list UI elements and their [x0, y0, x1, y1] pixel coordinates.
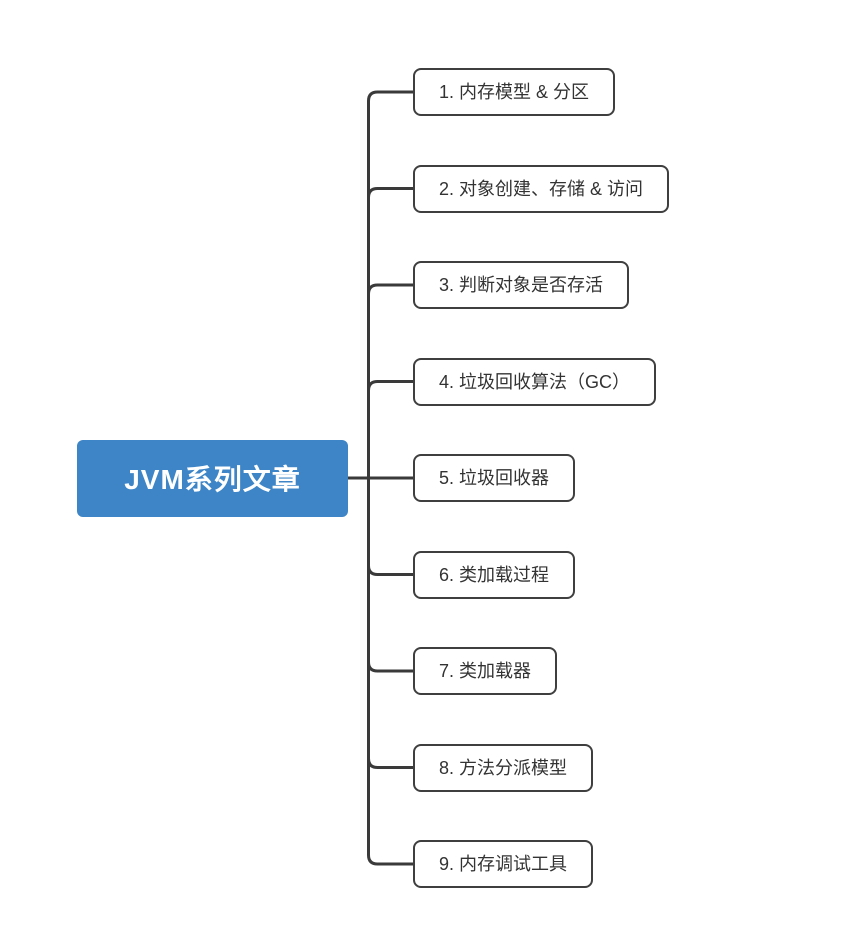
- mindmap-node[interactable]: 6. 类加载过程: [413, 550, 576, 599]
- connector-line: [367, 187, 415, 199]
- mindmap-node[interactable]: 5. 垃圾回收器: [413, 454, 576, 502]
- node-label: 4. 垃圾回收算法（GC）: [439, 371, 631, 392]
- mindmap-root-node[interactable]: JVM系列文章: [77, 439, 348, 517]
- node-label: 9. 内存调试工具: [439, 854, 568, 874]
- connector-line: [367, 660, 415, 673]
- mindmap-node[interactable]: 3. 判断对象是否存活: [413, 261, 630, 309]
- mindmap-node[interactable]: 1. 内存模型 & 分区: [413, 68, 616, 116]
- connector-line: [367, 283, 415, 296]
- node-label: 5. 垃圾回收器: [439, 468, 550, 488]
- mindmap-node[interactable]: 8. 方法分派模型: [413, 743, 594, 792]
- mindmap-node[interactable]: 9. 内存调试工具: [413, 840, 594, 888]
- connector-line: [367, 564, 415, 576]
- connector-line: [367, 380, 415, 392]
- connector-line: [367, 757, 415, 769]
- mindmap-node[interactable]: 4. 垃圾回收算法（GC）: [413, 357, 657, 406]
- node-label: 3. 判断对象是否存活: [439, 275, 604, 295]
- node-label: 8. 方法分派模型: [439, 757, 568, 778]
- node-label: 1. 内存模型 & 分区: [439, 82, 590, 102]
- node-label: 6. 类加载过程: [439, 564, 550, 585]
- mindmap-node[interactable]: 7. 类加载器: [413, 647, 558, 695]
- mindmap-node[interactable]: 2. 对象创建、存储 & 访问: [413, 164, 670, 213]
- node-label: 7. 类加载器: [439, 661, 532, 681]
- node-label: 2. 对象创建、存储 & 访问: [439, 178, 644, 199]
